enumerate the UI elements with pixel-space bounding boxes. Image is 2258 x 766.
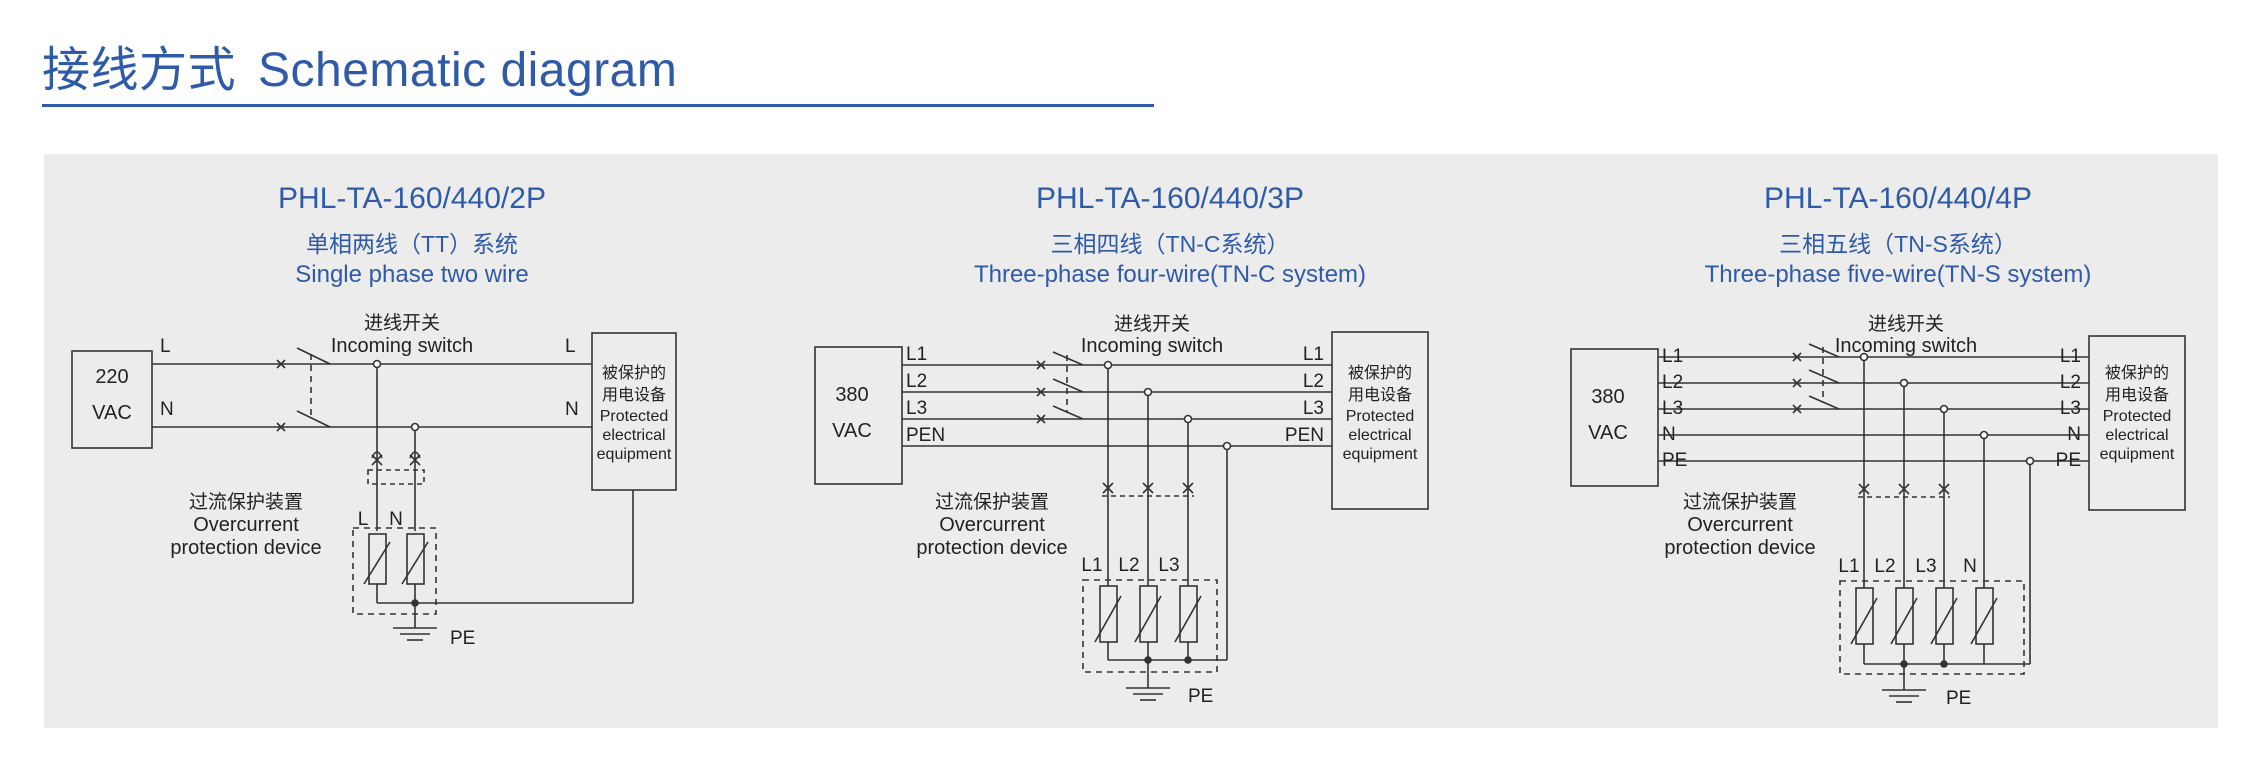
equip-en-2: electrical: [2105, 427, 2168, 444]
switch-en: Incoming switch: [1835, 335, 1977, 357]
system-en: Three-phase five-wire(TN-S system): [1705, 261, 2092, 288]
spd-label-l1: L1: [1081, 555, 1102, 576]
source-unit: VAC: [92, 402, 132, 424]
line-label-l3-out: L3: [2060, 398, 2081, 419]
line-label-l2: L2: [1662, 372, 1683, 393]
ocp-en-1: Overcurrent: [1687, 514, 1793, 536]
line-label-l3-out: L3: [1303, 398, 1324, 419]
ocp-cn: 过流保护装置: [935, 491, 1049, 513]
source-box: [814, 346, 903, 485]
equipment-box: [2088, 335, 2186, 511]
equip-en-2: electrical: [1348, 427, 1411, 444]
spd-label-n: N: [389, 509, 403, 530]
line-label-pen-out: PEN: [1285, 425, 1324, 446]
source-voltage: 220: [95, 366, 128, 388]
line-label-l3: L3: [906, 398, 927, 419]
diagram-2p: [71, 332, 677, 641]
line-label-pen: PEN: [906, 425, 945, 446]
model-title: PHL-TA-160/440/2P: [278, 182, 546, 215]
spd-label-l: L: [358, 509, 369, 530]
equip-en-1: Protected: [2103, 408, 2171, 425]
line-label-l1: L1: [906, 344, 927, 365]
source-unit: VAC: [1588, 422, 1628, 444]
equip-en-3: equipment: [2100, 446, 2175, 463]
switch-cn: 进线开关: [364, 312, 440, 334]
line-label-n-out: N: [565, 399, 579, 420]
switch-en: Incoming switch: [331, 335, 473, 357]
spd-label-l2: L2: [1874, 556, 1895, 577]
ground-label: PE: [1946, 688, 1971, 709]
ocp-en-2: protection device: [1664, 537, 1815, 559]
spd-label-l3: L3: [1158, 555, 1179, 576]
model-title: PHL-TA-160/440/3P: [1036, 182, 1304, 215]
source-voltage: 380: [1591, 386, 1624, 408]
equip-en-3: equipment: [1343, 446, 1418, 463]
equip-en-2: electrical: [602, 427, 665, 444]
equip-cn-2: 用电设备: [2105, 386, 2169, 404]
equip-en-3: equipment: [597, 446, 672, 463]
equip-cn-2: 用电设备: [602, 386, 666, 404]
texts-4p: PHL-TA-160/440/4P 三相五线（TN-S系统） Three-pha…: [1588, 182, 2175, 709]
ocp-cn: 过流保护装置: [1683, 491, 1797, 513]
line-label-l2-out: L2: [1303, 371, 1324, 392]
texts-2p: PHL-TA-160/440/2P 单相两线（TT）系统 Single phas…: [92, 182, 672, 649]
ocp-en-1: Overcurrent: [193, 514, 299, 536]
line-label-pe: PE: [1662, 450, 1687, 471]
ocp-en-1: Overcurrent: [939, 514, 1045, 536]
line-label-l2-out: L2: [2060, 372, 2081, 393]
diagram-4p: [1570, 335, 2186, 703]
source-box: [71, 350, 153, 449]
ground-label: PE: [1188, 686, 1213, 707]
page-title-en: Schematic diagram: [258, 44, 678, 97]
equip-cn-1: 被保护的: [602, 364, 666, 382]
equip-cn-1: 被保护的: [2105, 364, 2169, 382]
ocp-cn: 过流保护装置: [189, 491, 303, 513]
page-title: 接线方式 Schematic diagram: [42, 30, 677, 100]
ocp-en-2: protection device: [170, 537, 321, 559]
line-label-n-out: N: [2067, 424, 2081, 445]
system-cn: 三相四线（TN-C系统）: [1051, 231, 1290, 257]
line-label-l: L: [160, 336, 171, 357]
switch-en: Incoming switch: [1081, 335, 1223, 357]
spd-label-l2: L2: [1118, 555, 1139, 576]
ground-label: PE: [450, 628, 475, 649]
spd-label-l3: L3: [1915, 556, 1936, 577]
page-title-cn: 接线方式: [42, 42, 237, 98]
texts-3p: PHL-TA-160/440/3P 三相四线（TN-C系统） Three-pha…: [832, 182, 1418, 707]
equip-en-1: Protected: [1346, 408, 1414, 425]
ocp-en-2: protection device: [916, 537, 1067, 559]
equip-cn-2: 用电设备: [1348, 386, 1412, 404]
diagram-3p: [814, 331, 1429, 701]
equip-en-1: Protected: [600, 408, 668, 425]
system-cn: 三相五线（TN-S系统）: [1779, 231, 2017, 257]
line-label-pe-out: PE: [2056, 450, 2081, 471]
line-label-l-out: L: [565, 336, 576, 357]
spd-label-n: N: [1963, 556, 1977, 577]
line-label-l1: L1: [1662, 346, 1683, 367]
source-voltage: 380: [835, 384, 868, 406]
line-label-l2: L2: [906, 371, 927, 392]
switch-cn: 进线开关: [1868, 313, 1944, 335]
system-en: Single phase two wire: [295, 261, 528, 288]
line-label-l1-out: L1: [1303, 344, 1324, 365]
line-label-n: N: [1662, 424, 1676, 445]
line-label-n: N: [160, 399, 174, 420]
title-underline: [42, 104, 1154, 107]
equip-cn-1: 被保护的: [1348, 364, 1412, 382]
system-cn: 单相两线（TT）系统: [306, 231, 518, 257]
spd-label-l1: L1: [1838, 556, 1859, 577]
source-box: [1570, 348, 1659, 487]
model-title: PHL-TA-160/440/4P: [1764, 182, 2032, 215]
equipment-box: [1331, 331, 1429, 510]
system-en: Three-phase four-wire(TN-C system): [974, 261, 1366, 288]
line-label-l1-out: L1: [2060, 346, 2081, 367]
line-label-l3: L3: [1662, 398, 1683, 419]
switch-cn: 进线开关: [1114, 313, 1190, 335]
equipment-box: [591, 332, 677, 491]
source-unit: VAC: [832, 420, 872, 442]
